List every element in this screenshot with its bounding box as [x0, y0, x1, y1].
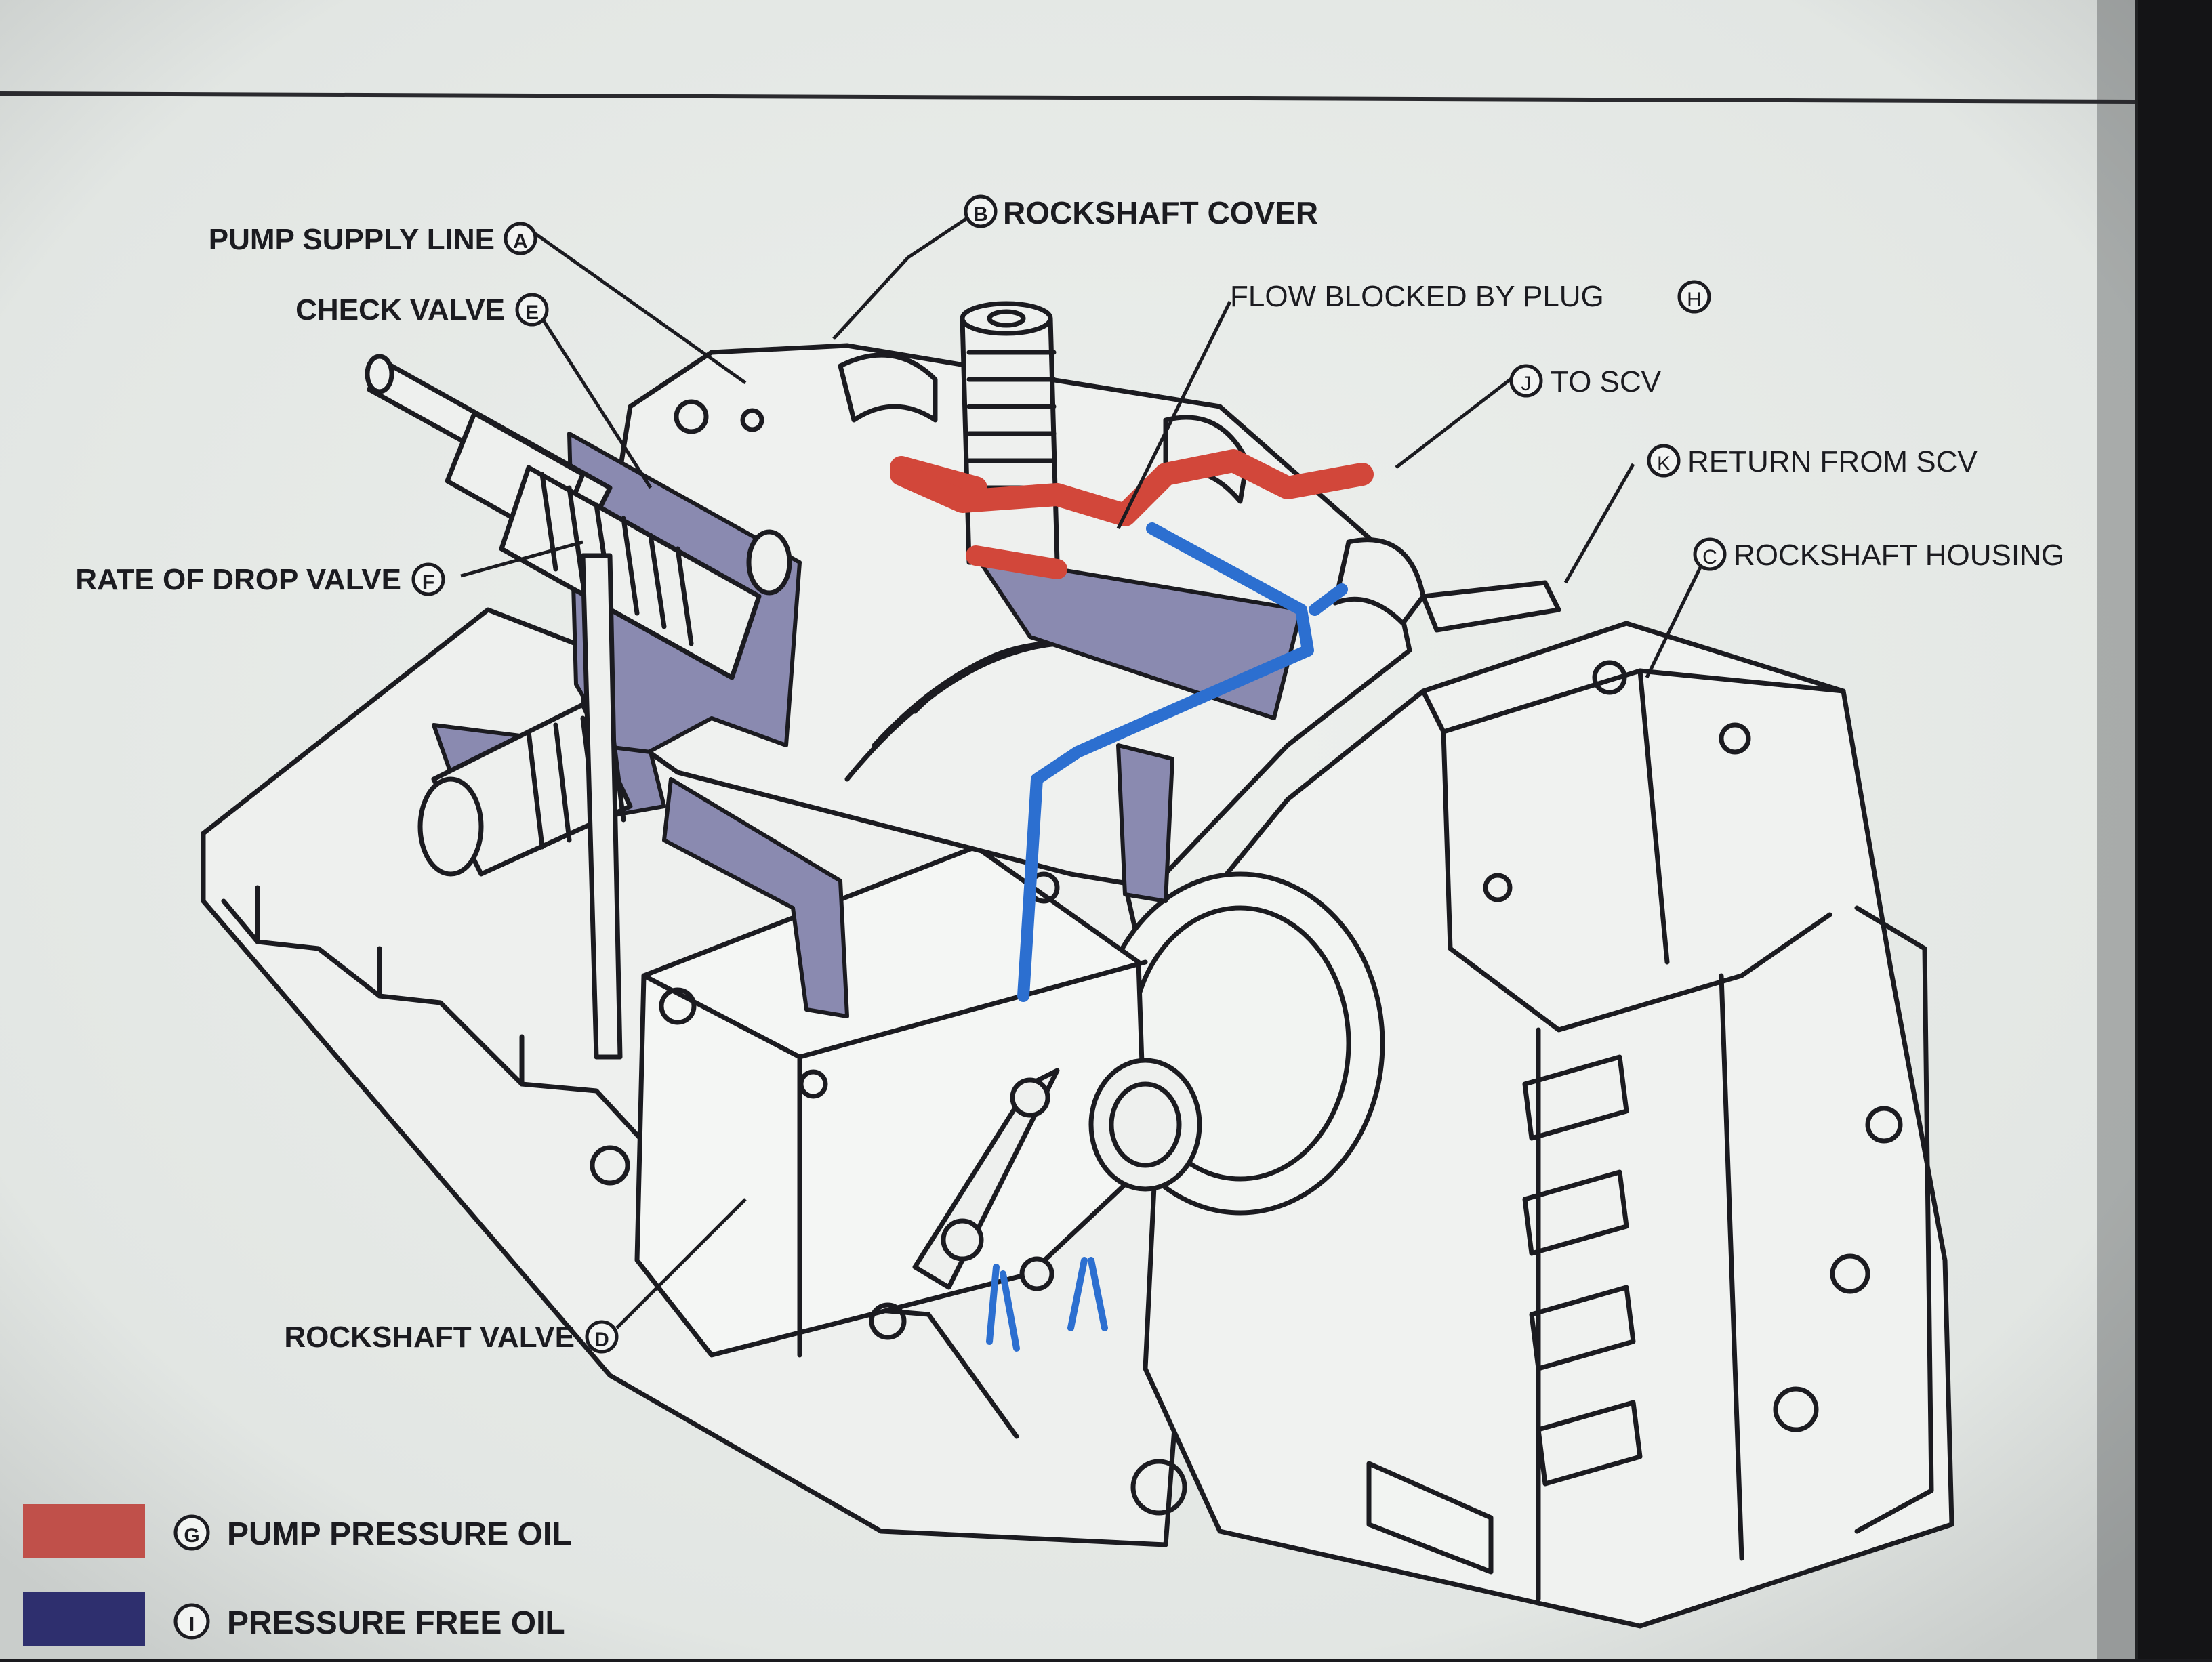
base-plate-ribs	[255, 885, 850, 1310]
leader-rockshaft-housing	[1645, 558, 1706, 679]
leader-rockshaft-cover	[832, 215, 970, 340]
cutaway-return-arm	[662, 777, 849, 1018]
legend-badge-g	[173, 1514, 210, 1551]
legend: G PUMP PRESSURE OIL I PRESSURE FREE OIL	[23, 1504, 572, 1646]
bolt-hole-12	[869, 1302, 907, 1340]
legend-swatch-pump-pressure-oil	[23, 1504, 145, 1558]
housing-panel-seam	[1637, 668, 1670, 965]
callout-badge-a	[504, 222, 537, 255]
cover-bolt-hole-1	[674, 399, 709, 434]
bolt-hole-6	[798, 1069, 828, 1099]
pressure-free-oil-paths	[986, 522, 1348, 1352]
callout-letter-b: B	[973, 203, 988, 226]
bolt-hole-3	[1483, 873, 1513, 902]
callout-rockshaft-cover: ROCKSHAFT COVER	[1003, 195, 1318, 230]
leader-flow-blocked	[1116, 300, 1232, 530]
rate-valve-rod	[580, 553, 623, 1060]
cover-bolt-hole-2	[740, 408, 764, 432]
housing-foot	[1366, 1461, 1494, 1575]
check-valve-cap	[746, 529, 792, 596]
return-line-pipe	[1420, 580, 1561, 633]
rockshaft-cover-body	[580, 343, 1412, 890]
pump-pressure-oil-paths	[890, 449, 1374, 579]
bolt-hole-8	[1773, 1386, 1819, 1432]
callout-pump-supply-line: PUMP SUPPLY LINE	[209, 223, 495, 256]
bolt-hole-9	[1830, 1253, 1870, 1294]
legend-letter-g: G	[184, 1524, 199, 1547]
return-path-2	[1309, 583, 1348, 616]
bolt-hole-1	[1592, 660, 1627, 695]
pump-supply-pipe-end	[365, 354, 394, 394]
rockshaft-valve-pivot-3	[1019, 1256, 1054, 1291]
bolt-hole-10	[1865, 1106, 1903, 1144]
upper-valve-spring	[966, 350, 1057, 491]
callout-badge-f	[411, 562, 445, 596]
callout-letter-d: D	[594, 1329, 609, 1351]
callout-rockshaft-valve: ROCKSHAFT VALVE	[284, 1321, 575, 1354]
callout-rockshaft-housing: ROCKSHAFT HOUSING	[1734, 539, 2064, 572]
legend-label-pressure-free-oil: PRESSURE FREE OIL	[227, 1605, 565, 1641]
rate-of-drop-valve-cap	[417, 776, 484, 877]
callout-return-from-scv: RETURN FROM SCV	[1687, 445, 1978, 478]
bolt-hole-4	[659, 987, 697, 1025]
callout-letter-k: K	[1657, 453, 1671, 475]
callout-badge-c	[1693, 537, 1727, 571]
drain-drips	[986, 1257, 1108, 1352]
valve-block	[634, 844, 1148, 1358]
cutaway-return-arm-2	[1116, 743, 1174, 903]
leader-to-scv	[1395, 375, 1516, 469]
callout-letter-a: A	[513, 230, 528, 253]
callout-badge-e	[515, 293, 549, 327]
callout-rate-of-drop-valve: RATE OF DROP VALVE	[75, 563, 401, 596]
rate-of-drop-spring	[526, 709, 626, 850]
legend-badge-i	[173, 1603, 210, 1640]
upper-valve-body	[960, 316, 1060, 565]
bolt-hole-2	[1719, 722, 1751, 755]
callout-letter-e: E	[525, 302, 539, 324]
cutaway-cover-passage	[974, 554, 1303, 720]
callout-badge-k	[1647, 444, 1681, 478]
callout-badge-h	[1677, 280, 1711, 314]
leader-pump-supply-line	[534, 232, 747, 385]
rockshaft-valve-pivot-2	[941, 1218, 984, 1262]
screen-bezel	[2135, 0, 2212, 1659]
housing-ribs	[1522, 1054, 1643, 1487]
bolt-hole-11	[590, 1145, 630, 1186]
callout-badge-d	[585, 1320, 619, 1354]
housing-top-edge	[1420, 668, 1846, 734]
leader-check-valve	[540, 317, 653, 489]
bolt-hole-7	[1130, 1459, 1187, 1516]
leader-return-from-scv	[1563, 463, 1635, 584]
pressure-path-2	[890, 449, 1374, 526]
housing-panel	[1441, 729, 1832, 1033]
upper-valve-bore	[987, 309, 1026, 328]
callout-letter-j: J	[1521, 373, 1532, 395]
callout-letter-f: F	[422, 571, 434, 594]
rockshaft-valve-core	[1109, 1081, 1182, 1168]
callout-badge-b	[964, 194, 998, 228]
legend-label-pump-pressure-oil: PUMP PRESSURE OIL	[227, 1516, 572, 1552]
top-rule-line	[0, 91, 2135, 104]
legend-letter-i: I	[189, 1613, 194, 1636]
callout-flow-blocked-by-plug: FLOW BLOCKED BY PLUG	[1230, 280, 1604, 313]
callout-badge-j	[1509, 364, 1543, 398]
leader-rate-of-drop	[460, 540, 583, 578]
leader-lines	[460, 215, 1706, 1329]
callout-to-scv: TO SCV	[1551, 365, 1662, 398]
pressure-path-3	[966, 545, 1067, 579]
callout-letter-c: C	[1702, 546, 1717, 568]
rockshaft-valve-pivot-1	[1010, 1077, 1050, 1118]
check-valve-spring	[539, 472, 694, 646]
callout-check-valve: CHECK VALVE	[295, 293, 505, 327]
callout-group: PUMP SUPPLY LINE A B ROCKSHAFT COVER CHE…	[75, 194, 2064, 1354]
legend-swatch-pressure-free-oil	[23, 1592, 145, 1646]
callout-letter-h: H	[1687, 289, 1702, 311]
leader-rockshaft-valve	[615, 1198, 747, 1329]
upper-left-spring-housing	[838, 352, 938, 423]
housing-side-flange	[1854, 905, 1934, 1534]
bezel-shadow	[2097, 0, 2138, 1659]
return-path-1	[1017, 522, 1314, 1002]
